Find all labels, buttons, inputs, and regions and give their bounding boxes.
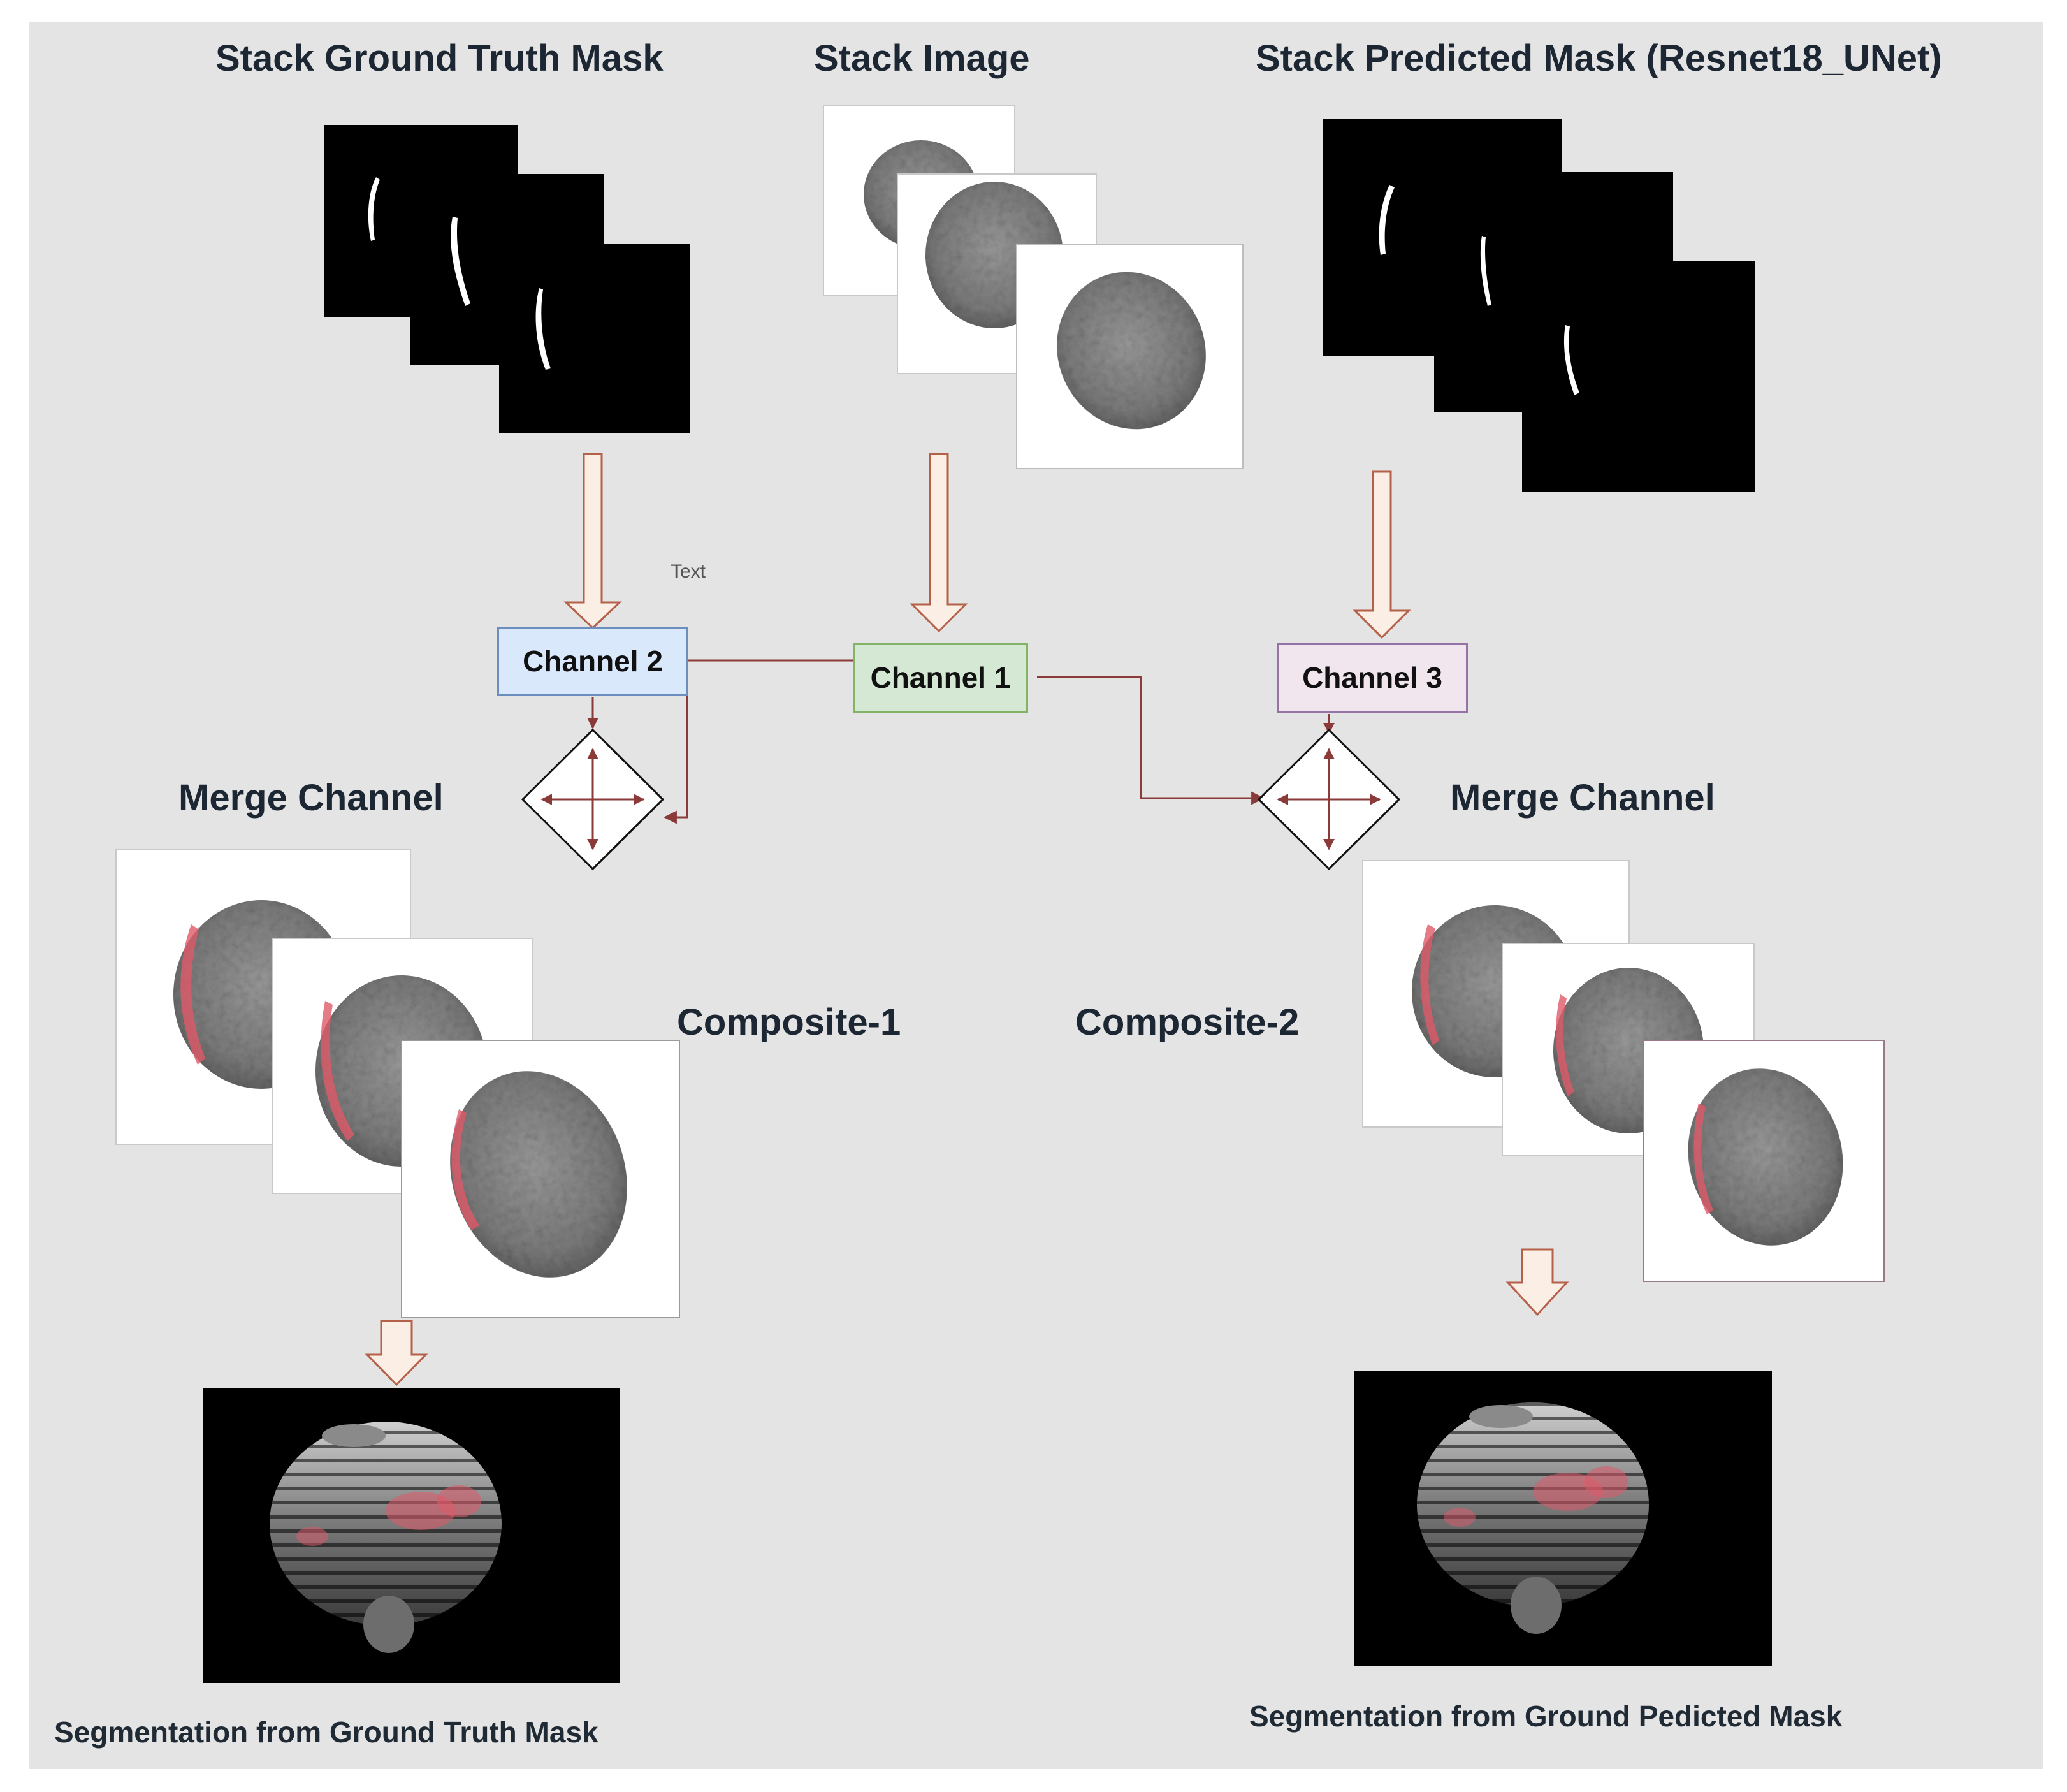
composite-1-stack	[115, 849, 680, 1318]
render-3d-right-top	[1469, 1405, 1533, 1428]
render-3d-right	[1354, 1371, 1772, 1666]
connector-ch1-to-merge-left	[663, 659, 853, 824]
block-arrow-composite-2	[1505, 1248, 1569, 1316]
text-placeholder: Text	[671, 561, 706, 582]
render-3d-left-seg-3	[296, 1527, 328, 1546]
composite-2-stack	[1362, 860, 1885, 1282]
composite-2-label: Composite-2	[1075, 1002, 1300, 1043]
render-3d-left-seg-2	[437, 1485, 481, 1517]
render-3d-left-top	[322, 1424, 386, 1447]
render-3d-right-seg-2	[1584, 1466, 1628, 1498]
composite-1-slice-2-overlay	[321, 1001, 354, 1141]
channel-1-box[interactable]: Channel 1	[853, 643, 1028, 713]
render-3d-right-brain-stripes	[1417, 1402, 1649, 1606]
pred-mask-streak-3	[1563, 325, 1579, 395]
render-3d-right-stem	[1511, 1577, 1562, 1634]
connector-ch1-to-merge-right	[1037, 676, 1265, 805]
gt-mask-streak-2	[451, 217, 470, 306]
image-stack	[823, 105, 1244, 469]
composite-1-label: Composite-1	[677, 1002, 901, 1043]
pred-mask-slice-3	[1522, 261, 1755, 492]
composite-2-slice-2-overlay	[1556, 994, 1574, 1096]
merge-channel-right-label: Merge Channel	[1450, 777, 1715, 819]
gt-mask-slice-3	[499, 244, 690, 433]
merge-channel-left-label: Merge Channel	[178, 777, 444, 819]
composite-2-slice-3-overlay	[1693, 1103, 1713, 1214]
composite-1-slice-3-brain	[450, 1071, 627, 1278]
block-arrow-composite-1	[365, 1320, 428, 1387]
stack-gt-title: Stack Ground Truth Mask	[215, 38, 664, 79]
gt-mask-streak-1	[368, 177, 380, 241]
composite-2-slice-3-brain	[1688, 1068, 1843, 1246]
channel-3-box[interactable]: Channel 3	[1277, 643, 1468, 713]
render-3d-right-seg-3	[1444, 1508, 1476, 1527]
block-arrow-gt	[563, 453, 622, 630]
composite-1-slice-1-overlay	[180, 924, 205, 1065]
render-3d-left	[203, 1388, 620, 1683]
block-arrow-pred	[1353, 470, 1411, 639]
gt-mask-streak-3	[535, 288, 551, 370]
block-arrow-image	[910, 453, 968, 633]
stack-image-title: Stack Image	[814, 38, 1030, 79]
composite-1-slice-3-overlay	[451, 1109, 479, 1230]
pred-mask-streak-1	[1379, 185, 1395, 255]
render-3d-left-stem	[363, 1596, 414, 1653]
pred-mask-stack	[1323, 119, 1755, 492]
render-3d-left-brain-stripes	[270, 1422, 502, 1626]
merge-diamond-left	[521, 728, 665, 871]
image-slice-3-brain	[1057, 272, 1206, 430]
channel-2-box[interactable]: Channel 2	[497, 627, 688, 696]
merge-diamond-right	[1257, 728, 1401, 871]
connectors	[587, 659, 1335, 824]
composite-2-slice-1-overlay	[1420, 924, 1439, 1045]
stack-pred-title: Stack Predicted Mask (Resnet18_UNet)	[1256, 38, 1942, 79]
pred-mask-streak-2	[1480, 236, 1491, 306]
gt-mask-stack	[324, 125, 690, 433]
caption-left: Segmentation from Ground Truth Mask	[54, 1716, 598, 1749]
caption-right: Segmentation from Ground Pedicted Mask	[1249, 1700, 1843, 1733]
